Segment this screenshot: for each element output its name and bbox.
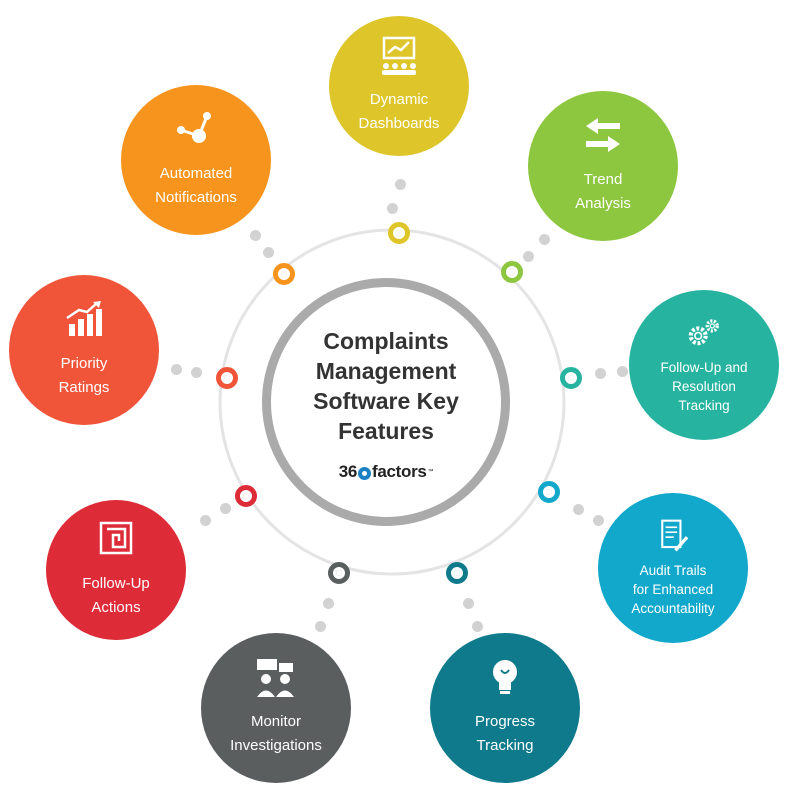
- feature-automated-notifications: Automated Notifications: [121, 85, 271, 235]
- ring-node-core: [336, 570, 342, 576]
- center-hub: Complaints Management Software Key Featu…: [262, 278, 510, 526]
- connector-dot: [322, 597, 334, 609]
- logo-trademark: ™: [427, 469, 434, 475]
- feature-label: Follow-Up and Resolution Tracking: [660, 359, 748, 413]
- connector-dot: [572, 503, 584, 515]
- feature-dynamic-dashboards: Dynamic Dashboards: [329, 16, 469, 156]
- logo-number: 36: [338, 462, 358, 481]
- connector-dot: [170, 363, 182, 375]
- ring-node-core: [224, 375, 230, 381]
- logo-ring-icon: [358, 466, 371, 480]
- document-pen-icon: [654, 519, 692, 553]
- ring-node-follow-up-actions: [235, 485, 257, 507]
- connector-dot: [394, 178, 406, 190]
- ring-node-follow-up-resolution: [560, 367, 582, 389]
- ring-node-core: [546, 489, 552, 495]
- ring-node-core: [454, 570, 460, 576]
- connector-dot: [219, 502, 231, 514]
- connector-dot: [462, 597, 474, 609]
- ring-node-priority-ratings: [216, 367, 238, 389]
- connector-dot: [471, 620, 483, 632]
- share-nodes-icon: [173, 110, 219, 150]
- feature-label: Trend Analysis: [575, 171, 631, 212]
- feature-monitor-investigations: Monitor Investigations: [201, 633, 351, 783]
- feature-label: Dynamic Dashboards: [358, 91, 440, 132]
- gears-icon: [685, 316, 723, 350]
- ring-node-audit-trails: [538, 481, 560, 503]
- ring-node-dynamic-dashboards: [388, 222, 410, 244]
- feature-label: Monitor Investigations: [230, 713, 322, 754]
- feature-label: Priority Ratings: [58, 355, 110, 396]
- logo-word: factors: [372, 462, 427, 481]
- swap-arrows-icon: [580, 116, 626, 156]
- connector-dot: [592, 514, 604, 526]
- people-chat-icon: [253, 658, 299, 698]
- growth-chart-icon: [61, 300, 107, 340]
- ring-node-core: [281, 271, 287, 277]
- ring-node-monitor-investigations: [328, 562, 350, 584]
- feature-label: Automated Notifications: [155, 165, 237, 206]
- feature-trend-analysis: Trend Analysis: [528, 91, 678, 241]
- feature-label: Progress Tracking: [474, 713, 536, 754]
- feature-label: Follow-Up Actions: [82, 575, 150, 616]
- connector-dot: [190, 366, 202, 378]
- connector-dot: [522, 250, 534, 262]
- feature-follow-up-resolution: Follow-Up and Resolution Tracking: [629, 290, 779, 440]
- connector-dot: [538, 233, 550, 245]
- connector-dot: [386, 202, 398, 214]
- center-title: Complaints Management Software Key Featu…: [313, 328, 459, 444]
- ring-node-core: [509, 269, 515, 275]
- ring-node-core: [243, 493, 249, 499]
- feature-label: Audit Trails for Enhanced Accountability: [631, 562, 715, 616]
- feature-audit-trails: Audit Trails for Enhanced Accountability: [598, 493, 748, 643]
- ring-node-core: [568, 375, 574, 381]
- presentation-chart-icon: [376, 36, 422, 76]
- maze-icon: [93, 520, 139, 560]
- connector-dot: [199, 514, 211, 526]
- ring-node-trend-analysis: [501, 261, 523, 283]
- feature-progress-tracking: Progress Tracking: [430, 633, 580, 783]
- ring-node-progress-tracking: [446, 562, 468, 584]
- lightbulb-icon: [482, 658, 528, 698]
- ring-node-core: [396, 230, 402, 236]
- connector-dot: [594, 367, 606, 379]
- connector-dot: [616, 365, 628, 377]
- feature-follow-up-actions: Follow-Up Actions: [46, 500, 186, 640]
- connector-dot: [249, 229, 261, 241]
- ring-node-automated-notifications: [273, 263, 295, 285]
- connector-dot: [314, 620, 326, 632]
- brand-logo: 36 factors ™: [339, 462, 434, 482]
- connector-dot: [262, 246, 274, 258]
- feature-priority-ratings: Priority Ratings: [9, 275, 159, 425]
